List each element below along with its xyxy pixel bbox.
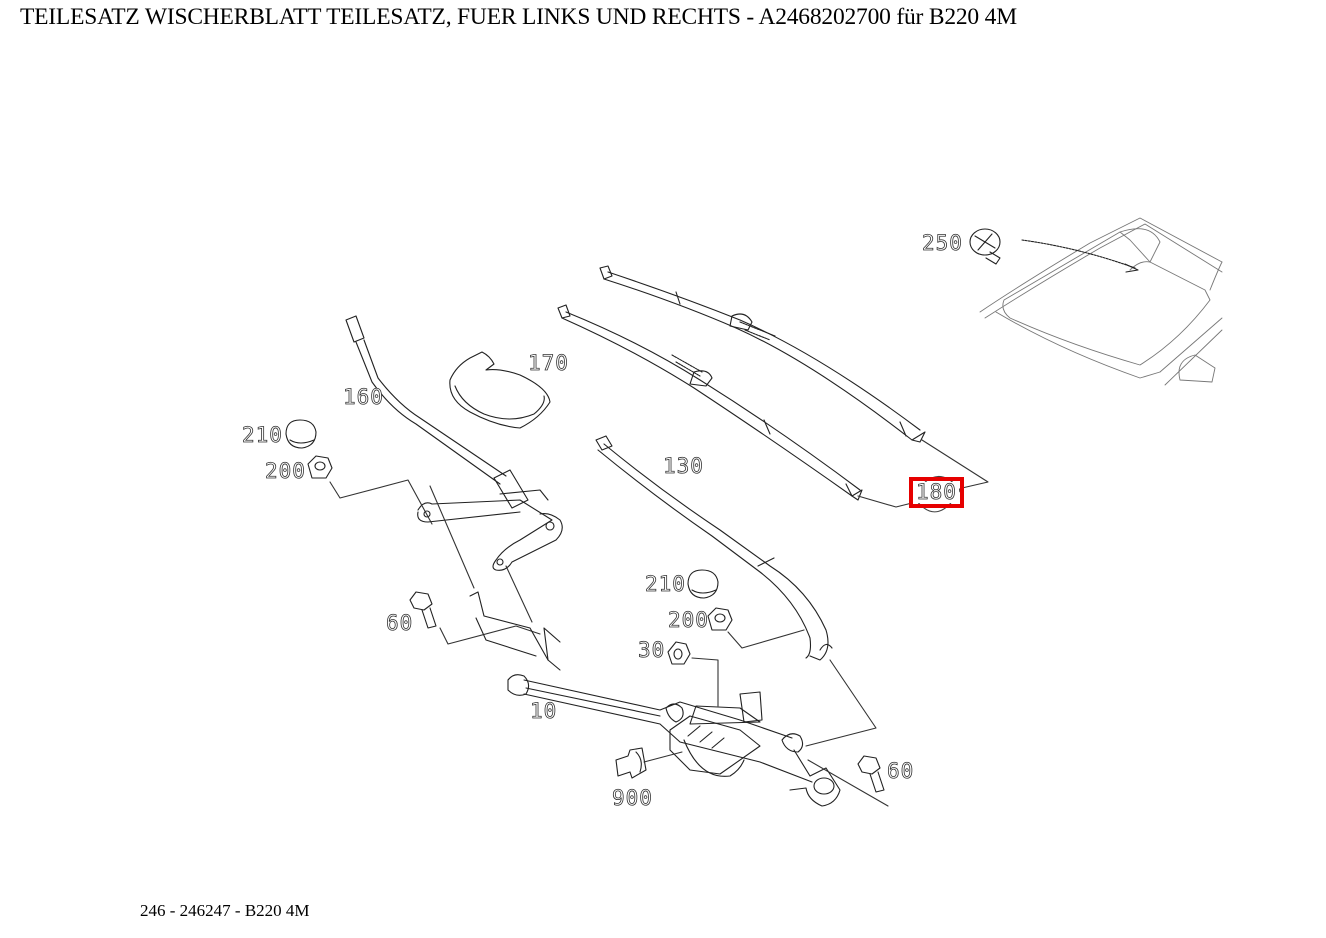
nut-200-right [707,607,733,631]
callout-160[interactable]: 160 [343,385,384,409]
callout-60-left[interactable]: 60 [386,611,414,635]
cap-210-right [687,569,719,599]
bolt-60-left [409,591,541,645]
callout-900[interactable]: 900 [612,786,653,810]
rain-sensor-part [969,228,1139,273]
model-code-footer: 246 - 246247 - B220 4M [140,901,310,920]
leader-lines-180 [857,439,989,513]
cap-210-left [285,419,317,449]
vehicle-windshield-outline [979,217,1223,386]
callout-180-selected[interactable]: 180 [909,477,964,508]
wiper-blade-upper [599,265,926,443]
callout-210-right[interactable]: 210 [645,572,686,596]
leader-line-right-arm [805,659,877,747]
leader-line-200-right [727,629,805,649]
callout-200-left[interactable]: 200 [265,459,306,483]
callout-200-right[interactable]: 200 [668,608,709,632]
wiper-arm-left-part [345,315,563,571]
callout-170[interactable]: 170 [528,351,569,375]
callout-210-left[interactable]: 210 [242,423,283,447]
callout-130[interactable]: 130 [663,454,704,478]
wiper-linkage-frame [429,485,841,807]
callout-10[interactable]: 10 [530,699,558,723]
bolt-60-right [857,755,885,793]
callout-30[interactable]: 30 [638,638,666,662]
callout-60-right[interactable]: 60 [887,759,915,783]
leader-line-200-left [329,479,433,525]
cover-part [449,351,551,429]
nut-200-left [307,455,333,479]
page-title: TEILESATZ WISCHERBLATT TEILESATZ, FUER L… [20,4,1017,30]
wiper-blade-lower [557,304,863,501]
connector-900 [615,747,683,779]
nut-30 [667,641,719,707]
callout-250[interactable]: 250 [922,231,963,255]
wiper-arm-right-part [595,435,833,661]
leader-line-60-right [807,759,889,807]
